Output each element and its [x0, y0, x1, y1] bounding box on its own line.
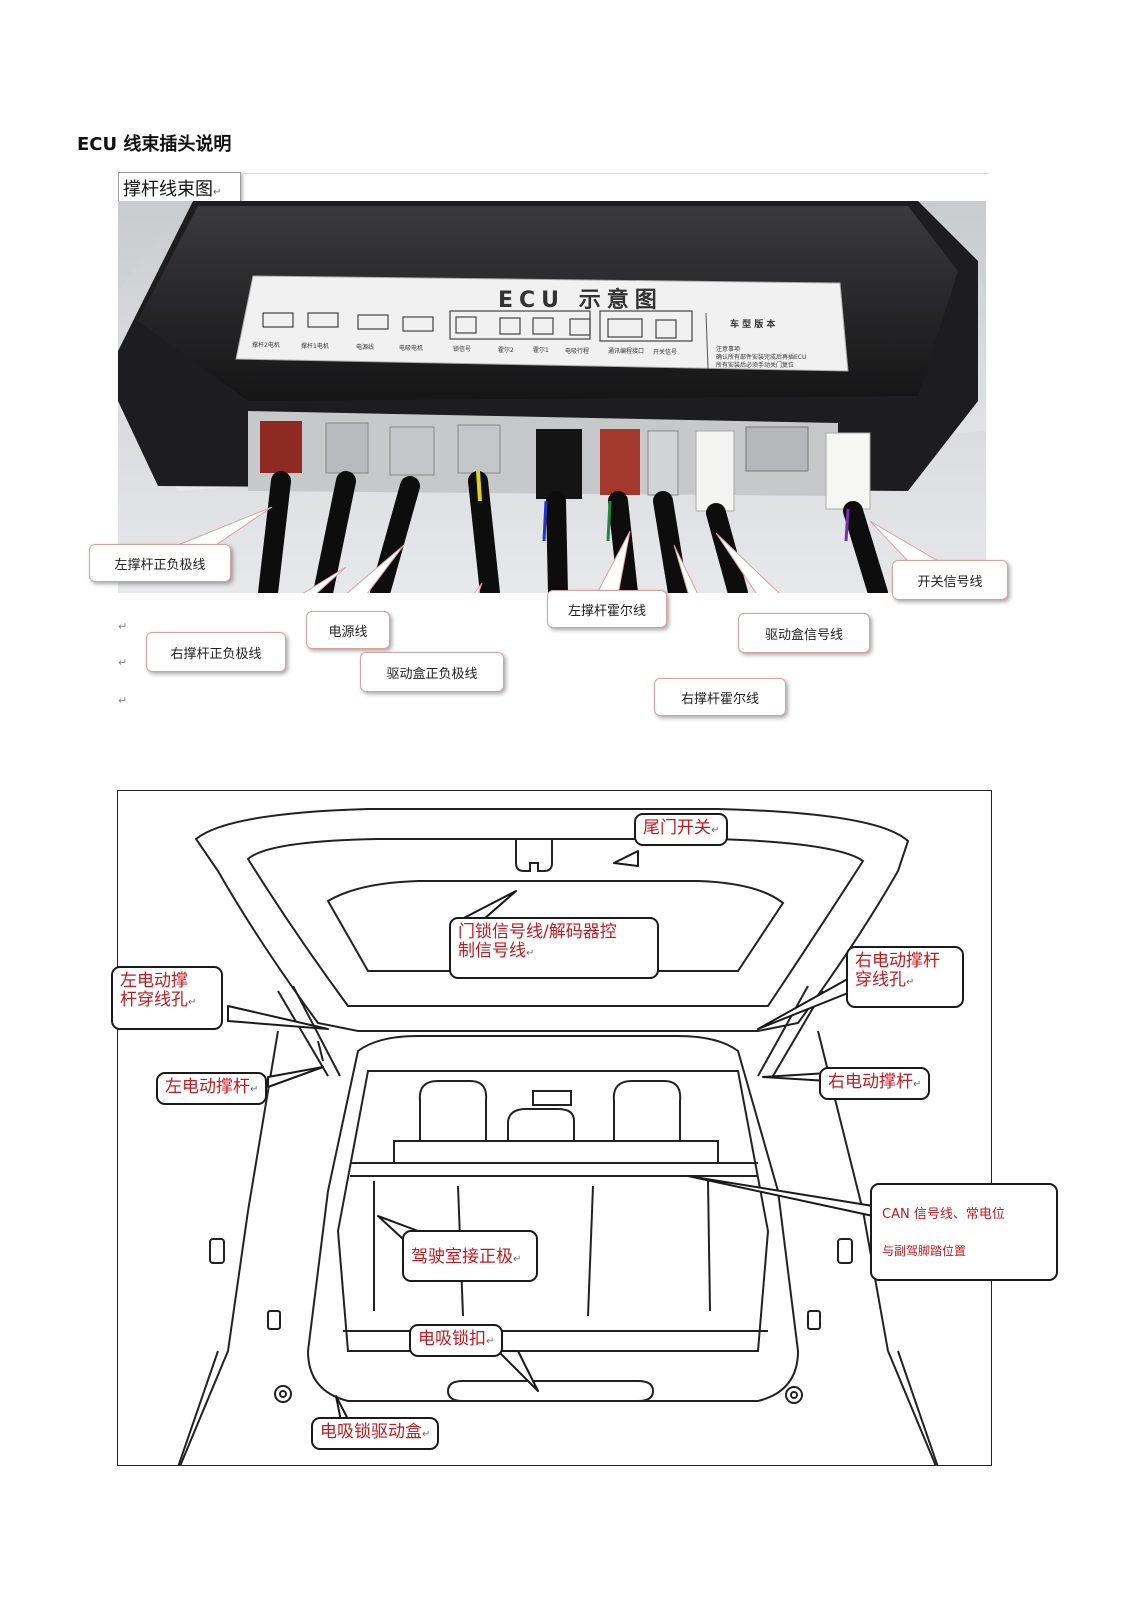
ecu-port-label: 锁信号	[453, 345, 471, 353]
ecu-port-label: 电源线	[356, 343, 374, 351]
paragraph-mark: ↵	[118, 694, 128, 707]
ecu-label-notes-3: 所有安装后必须手动关门复位	[716, 361, 794, 369]
label-right-hole-line1: 右电动撑杆	[855, 951, 940, 971]
label-cab-positive-text: 驾驶室接正极	[411, 1247, 513, 1267]
caption-rule	[241, 173, 989, 174]
paragraph-mark: ↵	[513, 1254, 522, 1265]
paragraph-mark: ↵	[422, 1429, 431, 1440]
paragraph-mark: ↵	[906, 977, 915, 988]
label-right-hole-line2: 穿线孔	[855, 970, 906, 990]
paragraph-mark: ↵	[118, 620, 128, 633]
ecu-port-label: 电吸行程	[565, 347, 589, 355]
tailgate-diagram-frame	[117, 790, 992, 1466]
label-latch-text: 电吸锁扣	[418, 1329, 486, 1349]
ecu-label-notes-2: 确认所有部件安装完成后再插ECU	[716, 353, 806, 361]
label-left-strut: 左电动撑杆↵	[156, 1072, 268, 1105]
ecu-label-sticker	[235, 275, 849, 372]
label-lock-signal-line2: 制信号线	[458, 941, 526, 961]
ecu-port-label: 通讯编程接口	[608, 347, 644, 355]
suv-rear-drawing	[177, 808, 939, 1465]
paragraph-mark: ↵	[188, 997, 197, 1008]
label-lock-signal: 门锁信号线/解码器控 制信号线↵	[449, 917, 659, 979]
label-can-line1: CAN 信号线、常电位	[882, 1207, 1005, 1222]
callout-right-strut-hall: 右撑杆霍尔线	[654, 678, 786, 716]
ecu-harness-photo: ECU 示意图 车 型 版 本 注意事项 确认所有部件安装完成后再插ECU 所有…	[118, 201, 986, 593]
label-tailgate-switch-text: 尾门开关	[643, 818, 711, 838]
figure1-caption-text: 撑杆线束图	[123, 179, 213, 200]
ecu-port-label: 开关信号	[653, 348, 677, 356]
label-left-strut-text: 左电动撑杆	[165, 1077, 250, 1097]
label-can-line2: 与副驾脚踏位置	[882, 1244, 967, 1258]
label-right-strut-text: 右电动撑杆	[828, 1072, 913, 1092]
paragraph-mark: ↵	[118, 656, 128, 669]
ecu-label-version: 车 型 版 本	[730, 318, 776, 330]
callout-drive-box-power: 驱动盒正负极线	[360, 652, 504, 692]
paragraph-mark: ↵	[526, 948, 535, 959]
label-cab-positive: 驾驶室接正极↵	[402, 1230, 538, 1282]
paragraph-mark: ↵	[486, 1336, 495, 1347]
page-heading: ECU 线束插头说明	[77, 134, 232, 155]
label-right-strut: 右电动撑杆↵	[819, 1067, 931, 1100]
label-can-signal: CAN 信号线、常电位 与副驾脚踏位置	[870, 1183, 1058, 1281]
figure1-caption: 撑杆线束图↵	[118, 172, 241, 206]
paragraph-mark: ↵	[213, 187, 222, 198]
ecu-label-notes-1: 注意事项	[716, 345, 740, 353]
callout-switch-signal: 开关信号线	[892, 560, 1008, 600]
label-left-threading-hole: 左电动撑 杆穿线孔↵	[111, 966, 223, 1030]
label-latch: 电吸锁扣↵	[409, 1324, 504, 1357]
label-left-hole-line1: 左电动撑	[120, 971, 188, 991]
callout-right-strut-power: 右撑杆正负极线	[146, 632, 286, 672]
callout-power-line: 电源线	[306, 611, 390, 649]
ecu-port-label: 撑杆1电机	[301, 342, 329, 350]
label-lock-signal-line1: 门锁信号线/解码器控	[458, 922, 617, 942]
label-right-threading-hole: 右电动撑杆 穿线孔↵	[846, 946, 964, 1008]
paragraph-mark: ↵	[250, 1084, 259, 1095]
ecu-port-label: 电吸电机	[399, 344, 423, 352]
callout-left-strut-hall: 左撑杆霍尔线	[547, 590, 667, 628]
ecu-port-label: 霍尔2	[498, 346, 514, 354]
paragraph-mark: ↵	[711, 825, 720, 836]
label-latch-driver: 电吸锁驱动盒↵	[311, 1417, 440, 1450]
ecu-port-label: 撑杆2电机	[252, 341, 280, 349]
callout-left-strut-power: 左撑杆正负极线	[89, 544, 231, 582]
label-left-hole-line2: 杆穿线孔	[120, 990, 188, 1010]
label-tailgate-switch: 尾门开关↵	[634, 813, 729, 846]
ecu-label-title: ECU 示意图	[498, 287, 663, 313]
callout-drive-box-signal: 驱动盒信号线	[738, 613, 870, 653]
harness-connectors	[260, 421, 871, 512]
ecu-port-label: 霍尔1	[533, 346, 549, 354]
label-latch-driver-text: 电吸锁驱动盒	[320, 1422, 422, 1442]
paragraph-mark: ↵	[913, 1079, 922, 1090]
